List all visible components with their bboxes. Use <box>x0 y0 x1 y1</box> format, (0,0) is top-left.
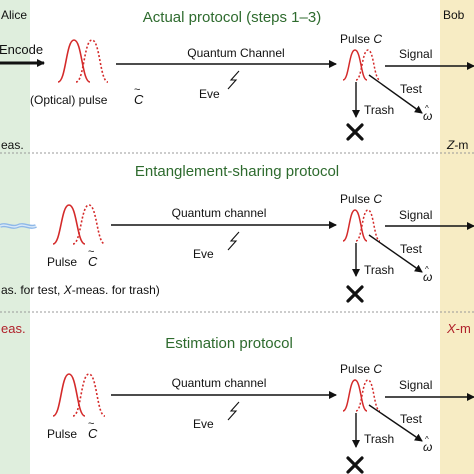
encode-label: Encode <box>0 42 43 57</box>
panel-actual-protocol: Actual protocol (steps 1–3) Encode (Opti… <box>0 9 474 152</box>
bob-pulse-label: Pulse C <box>340 32 382 46</box>
source-pulse-symbol: C <box>88 254 98 269</box>
tilde-mark: ~ <box>88 418 94 430</box>
quantum-channel-label: Quantum channel <box>172 376 267 390</box>
omega-label: ω <box>423 109 432 123</box>
test-arrow <box>368 404 423 442</box>
signal-label: Signal <box>399 47 432 61</box>
source-pulse-label: (Optical) pulse <box>30 93 108 107</box>
alice-label: Alice <box>1 8 27 22</box>
panel-title: Estimation protocol <box>165 335 293 352</box>
bob-pulse-label: Pulse C <box>340 192 382 206</box>
bob-pulse-label: Pulse C <box>340 362 382 376</box>
signal-label: Signal <box>399 208 432 222</box>
quantum-channel-label: Quantum Channel <box>187 46 284 60</box>
source-pulse-label: Pulse <box>47 427 77 441</box>
alice-band <box>0 0 30 474</box>
omega-label: ω <box>423 440 432 454</box>
discard-x-icon <box>346 123 364 141</box>
discard-x-icon <box>346 456 364 474</box>
quantum-channel-label: Quantum channel <box>172 206 267 220</box>
tilde-mark: ~ <box>134 84 140 96</box>
omega-label: ω <box>423 270 432 284</box>
trash-label: Trash <box>364 432 394 446</box>
eve-label: Eve <box>193 417 214 431</box>
left-edge-label: eas. <box>1 321 26 336</box>
trash-label: Trash <box>364 103 394 117</box>
test-label: Test <box>400 242 423 256</box>
bob-pulse-dotted <box>355 379 381 412</box>
source-pulse-symbol: C <box>134 92 144 107</box>
panel-estimation-protocol: eas. X-m Estimation protocol Pulse C ~ Q… <box>1 321 474 474</box>
bob-pulse-solid <box>342 379 368 412</box>
test-arrow <box>368 74 423 114</box>
right-edge-label: Z-m <box>446 138 468 152</box>
source-pulse-solid <box>57 39 91 83</box>
panel-title: Entanglement-sharing protocol <box>135 163 339 180</box>
eve-lightning-icon <box>227 70 240 90</box>
source-pulse-solid <box>52 373 86 417</box>
omega-hat: ^ <box>425 104 429 113</box>
test-label: Test <box>400 412 423 426</box>
bob-pulse-solid <box>342 209 368 242</box>
test-label: Test <box>400 82 423 96</box>
eve-lightning-icon <box>227 231 240 251</box>
test-arrow <box>368 234 423 273</box>
omega-hat: ^ <box>425 265 429 274</box>
source-pulse-dotted <box>75 39 109 83</box>
measurement-note: as. for test, X-meas. for trash) <box>1 283 160 297</box>
eve-label: Eve <box>199 87 220 101</box>
tilde-mark: ~ <box>88 246 94 258</box>
bob-band <box>440 0 474 474</box>
bob-pulse-solid <box>342 49 368 81</box>
panel-title: Actual protocol (steps 1–3) <box>143 9 321 26</box>
source-pulse-dotted <box>72 204 106 245</box>
source-pulse-symbol: C <box>88 426 98 441</box>
entanglement-wave-inner <box>0 224 37 228</box>
panel-entanglement-sharing-protocol: Entanglement-sharing protocol Pulse C ~ … <box>0 163 474 303</box>
bob-pulse-dotted <box>355 49 381 81</box>
trash-label: Trash <box>364 263 394 277</box>
eve-label: Eve <box>193 247 214 261</box>
omega-hat: ^ <box>425 435 429 444</box>
bob-label: Bob <box>443 8 465 22</box>
right-edge-label: X-m <box>446 321 471 336</box>
source-pulse-label: Pulse <box>47 255 77 269</box>
left-edge-label: eas. <box>1 138 24 152</box>
bob-pulse-dotted <box>355 209 381 242</box>
discard-x-icon <box>346 285 364 303</box>
signal-label: Signal <box>399 378 432 392</box>
source-pulse-solid <box>52 204 86 245</box>
eve-lightning-icon <box>227 401 240 421</box>
